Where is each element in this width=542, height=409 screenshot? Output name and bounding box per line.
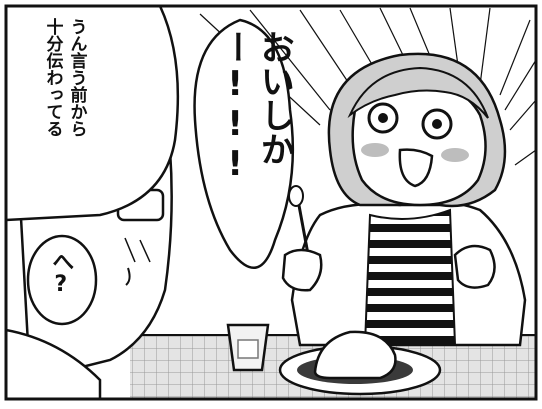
narration-column-left: 十分伝わってる (42, 18, 63, 137)
girl-mouth (398, 148, 434, 188)
girl-striped-shirt (363, 208, 457, 346)
narration-bubble (6, 6, 180, 222)
panel-border (4, 4, 538, 401)
man-shoulder (6, 328, 102, 399)
exclamation-text: おいしかー!!! (215, 30, 295, 184)
omurice (313, 330, 397, 380)
girl-blush (361, 143, 389, 157)
girl-left-fist (453, 244, 496, 289)
exclamation-bubble (193, 18, 295, 269)
reaction-text: へ? (48, 250, 74, 297)
girl-right-hand (281, 248, 323, 292)
reaction-bubble (26, 234, 98, 326)
narration-column-right: うん言う前から (66, 18, 87, 137)
